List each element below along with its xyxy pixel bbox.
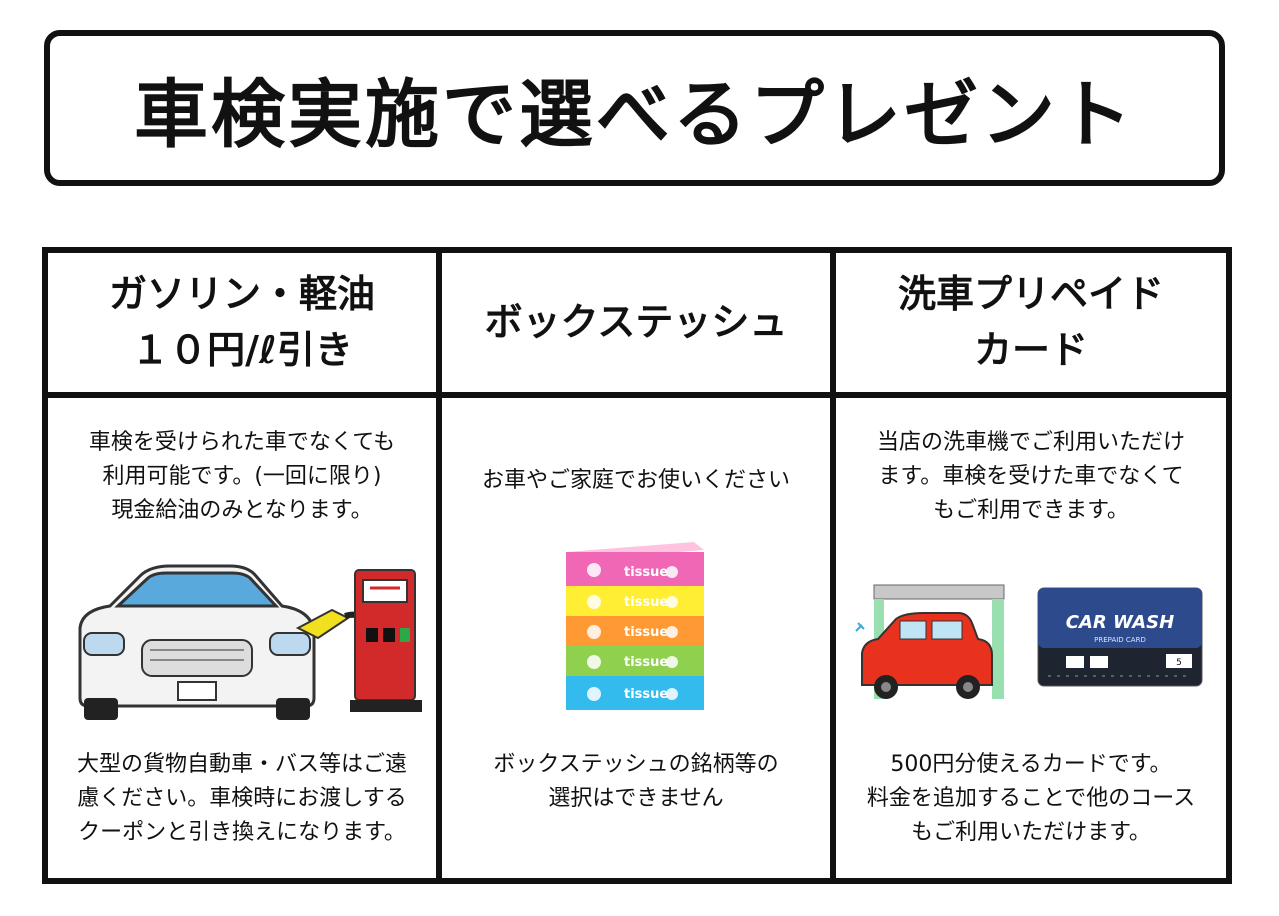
body-gasoline: 車検を受けられた車でなくても 利用可能です。(一回に限り) 現金給油のみとなりま… [48,398,442,878]
tissue-label-4: tissue [624,655,668,670]
description-carwash: 当店の洗車機でご利用いただけ ます。車検を受けた車でなくて もご利用できます。 [876,430,1185,524]
card-logo: CAR WASH [1066,612,1174,633]
tissue-label-3: tissue [624,625,668,640]
description-tissue: お車やご家庭でお使いください [481,468,790,493]
tissue-box-stack: tissue tissue tissue tissue tissue [566,542,704,710]
header-gasoline: ガソリン・軽油 １０円/ℓ引き [48,253,442,398]
tissue-label-1: tissue [624,565,668,580]
card-subtitle: PREPAID CARD [1094,636,1146,644]
card-number: 5 [1176,658,1182,668]
prepaid-card-illustration: CAR WASH PREPAID CARD 5 [1037,587,1203,687]
heading-tissue: ボックステッシュ [484,299,788,344]
page-title: 車検実施で選べるプレゼント [134,71,1135,158]
note-gasoline: 大型の貨物自動車・バス等はご遠 慮ください。車検時にお渡しする クーポンと引き換… [76,752,407,846]
description-gasoline: 車検を受けられた車でなくても 利用可能です。(一回に限り) 現金給油のみとなりま… [88,430,396,524]
header-carwash: 洗車プリペイド カード [836,253,1226,398]
tissue-label-2: tissue [624,595,668,610]
note-tissue: ボックステッシュの銘柄等の 選択はできません [493,752,779,812]
tissue-label-5: tissue [624,687,668,702]
body-tissue: お車やご家庭でお使いください tissue tissue tissue tiss… [442,398,836,878]
heading-carwash: 洗車プリペイド カード [897,272,1164,372]
car-wash-illustration [855,584,1005,699]
note-carwash: 500円分使えるカードです。 料金を追加することで他のコース もご利用いただけま… [866,752,1196,846]
body-carwash: 当店の洗車機でご利用いただけ ます。車検を受けた車でなくて もご利用できます。 … [836,398,1226,878]
car-fuel-pump-illustration [78,564,422,720]
title-box: 車検実施で選べるプレゼント [44,30,1225,186]
tissue-box-illustration: tissue tissue tissue tissue tissue [566,542,704,710]
heading-gasoline: ガソリン・軽油 １０円/ℓ引き [108,272,375,372]
header-tissue: ボックステッシュ [442,253,836,398]
present-table: ガソリン・軽油 １０円/ℓ引き ボックステッシュ 洗車プリペイド カード 車検を… [42,247,1232,884]
